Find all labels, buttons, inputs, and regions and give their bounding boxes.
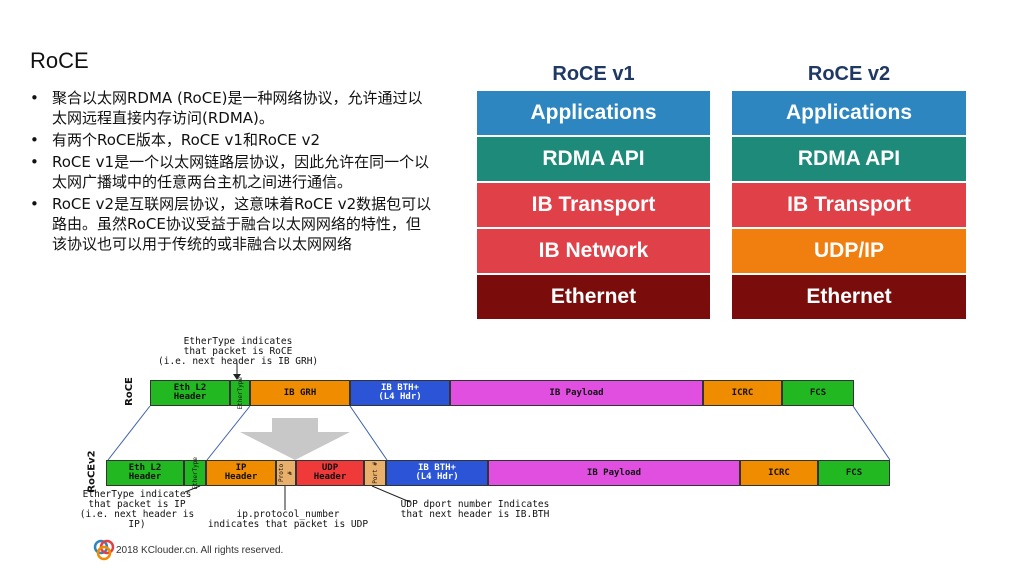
bullet-text: RoCE v1是一个以太网链路层协议，因此允许在同一个以太网广播域中的任意两台主… [52, 153, 430, 191]
stack-v1-layer: Applications [477, 91, 710, 137]
packet-v2-ethertype: EtherType [184, 457, 206, 489]
udp-dport-note: UDP dport number Indicates that next hea… [400, 499, 550, 520]
bullet-dot: • [30, 89, 39, 107]
ip-protocol-note: ip.protocol_number indicates that packet… [207, 509, 369, 530]
packet-v2-ib-payload: IB Payload [488, 460, 740, 486]
packet-v2-row-label: RoCEv2 [86, 450, 98, 493]
bullet-item: • RoCE v2是互联网层协议，这意味着RoCE v2数据包可以路由。虽然RoC… [28, 194, 433, 254]
packet-v2-ip-header: IP Header [206, 460, 276, 486]
packet-v1-ethertype: EtherType [230, 377, 250, 409]
bullet-item: • 聚合以太网RDMA (RoCE)是一种网络协议，允许通过以太网远程直接内存访问… [28, 88, 433, 128]
mapping-line [349, 405, 388, 461]
callout-line [184, 485, 201, 493]
bullet-dot: • [30, 153, 39, 171]
bullet-text: 聚合以太网RDMA (RoCE)是一种网络协议，允许通过以太网远程直接内存访问(… [52, 89, 423, 127]
bullet-text: 有两个RoCE版本，RoCE v1和RoCE v2 [52, 131, 321, 149]
bullet-dot: • [30, 131, 39, 149]
stack-v1-layer: Ethernet [477, 275, 710, 321]
packet-v1-ib-payload: IB Payload [450, 380, 703, 406]
ethertype-roce-note: EtherType indicates that packet is RoCE … [158, 336, 319, 367]
packet-v1-eth-l2: Eth L2 Header [150, 380, 230, 406]
packet-v2-fcs: FCS [818, 460, 890, 486]
callout-line [371, 485, 411, 503]
kclouder-logo-icon [93, 539, 115, 561]
stack-v1-layer: IB Transport [477, 183, 710, 229]
bullet-list: • 聚合以太网RDMA (RoCE)是一种网络协议，允许通过以太网远程直接内存访问… [28, 88, 433, 256]
ethertype-pointer-arrowhead [233, 374, 241, 380]
mapping-line [107, 405, 151, 461]
mapping-line [206, 405, 251, 461]
bullet-item: • RoCE v1是一个以太网链路层协议，因此允许在同一个以太网广播域中的任意两台… [28, 152, 433, 192]
stack-v1-title: RoCE v1 [552, 63, 635, 85]
bullet-text: RoCE v2是互联网层协议，这意味着RoCE v2数据包可以路由。虽然RoCE… [52, 195, 432, 253]
packet-v2-ethertype-label: EtherType [191, 456, 199, 490]
stack-v2-layer: UDP/IP [732, 229, 966, 275]
packet-v1-icrc: ICRC [703, 380, 782, 406]
mapping-line [852, 405, 891, 461]
slide-title: RoCE [30, 48, 89, 73]
stack-v1-layer: RDMA API [477, 137, 710, 183]
bullet-item: • 有两个RoCE版本，RoCE v1和RoCE v2 [28, 130, 433, 150]
packet-v2-port: Port # [364, 460, 386, 486]
ethertype-ip-note: EtherType indicates that packet is IP (i… [79, 489, 195, 530]
packet-v2-ib-bth: IB BTH+ (L4 Hdr) [386, 460, 488, 486]
bullet-dot: • [30, 195, 39, 213]
packet-v1-ethertype-label: EtherType [236, 376, 244, 410]
stack-v1-layer: IB Network [477, 229, 710, 275]
packet-v2-eth-l2: Eth L2 Header [106, 460, 184, 486]
packet-v1-fcs: FCS [782, 380, 854, 406]
copyright-footer: 2018 KClouder.cn. All rights reserved. [116, 545, 284, 556]
packet-v1-row-label: RoCE [123, 377, 135, 406]
packet-v2-proto: Proto # [276, 460, 296, 486]
packet-v2-port-label: Port # [371, 462, 379, 484]
packet-v1-ib-bth: IB BTH+ (L4 Hdr) [350, 380, 450, 406]
stack-v2-layer: IB Transport [732, 183, 966, 229]
packet-v1-ib-grh: IB GRH [250, 380, 350, 406]
stack-v2-title: RoCE v2 [807, 63, 891, 85]
stack-v2-layer: Ethernet [732, 275, 966, 321]
packet-v2-icrc: ICRC [740, 460, 818, 486]
packet-v2-proto-label: Proto # [278, 463, 294, 483]
down-arrow-icon [240, 418, 350, 460]
stack-v2-layer: Applications [732, 91, 966, 137]
stack-v2-layer: RDMA API [732, 137, 966, 183]
packet-v2-udp-header: UDP Header [296, 460, 364, 486]
